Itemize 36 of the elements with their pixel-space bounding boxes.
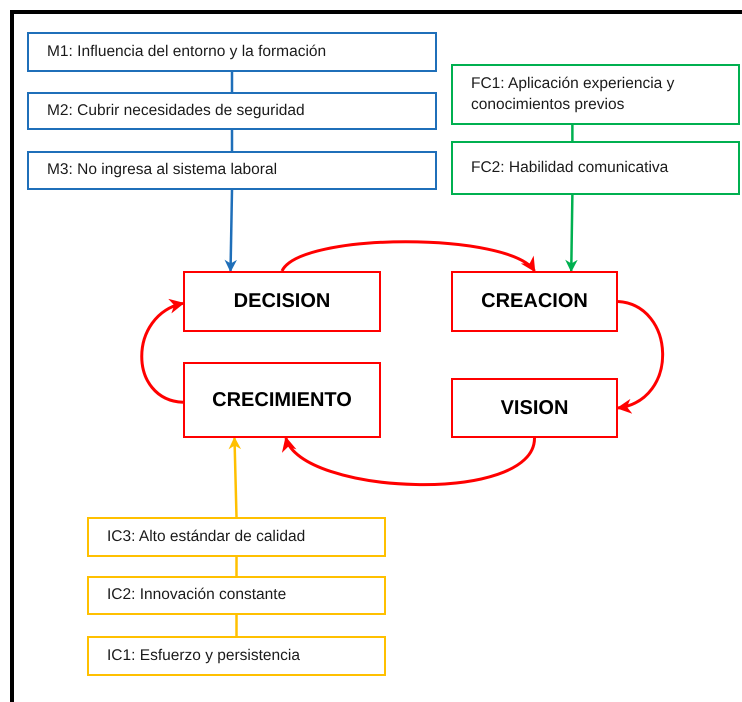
stage-box	[451, 378, 618, 438]
arrow	[140, 300, 184, 404]
arrow	[284, 436, 536, 486]
connector-line	[235, 557, 238, 576]
factor-label: FC1: Aplicación experiencia y conocimientos previos	[471, 74, 676, 114]
stage-box	[183, 362, 381, 438]
factor-box	[451, 64, 740, 125]
factor-box	[87, 517, 386, 557]
factor-label: IC3: Alto estándar de calidad	[107, 526, 306, 547]
arrow	[228, 436, 242, 518]
arrow	[616, 300, 664, 412]
stage-box	[451, 271, 618, 332]
factor-box	[27, 151, 437, 190]
arrow	[280, 240, 536, 272]
factor-label: M3: No ingresa al sistema laboral	[47, 160, 278, 180]
factor-box	[87, 576, 386, 615]
factor-label: IC2: Innovación constante	[107, 585, 286, 606]
arrow	[224, 190, 237, 272]
arrow	[565, 194, 578, 272]
factor-box	[27, 32, 437, 72]
factor-label: M2: Cubrir necesidades de seguridad	[47, 100, 305, 121]
stage-box	[183, 271, 381, 332]
factor-box	[27, 92, 437, 130]
factor-label: IC1: Esfuerzo y persistencia	[107, 646, 300, 666]
connector-line	[230, 72, 234, 92]
stage-label: CREACION	[481, 289, 588, 314]
factor-box	[451, 141, 740, 195]
factor-label: FC2: Habilidad comunicativa	[471, 158, 668, 178]
connector-line	[230, 130, 234, 151]
connector-line	[235, 615, 238, 636]
connector-line	[571, 125, 574, 141]
stage-label: DECISION	[234, 289, 330, 314]
stage-label: CRECIMIENTO	[212, 388, 352, 412]
stage-label: VISION	[500, 396, 568, 420]
factor-box	[87, 636, 386, 676]
factor-label: M1: Influencia del entorno y la formación	[47, 42, 326, 62]
